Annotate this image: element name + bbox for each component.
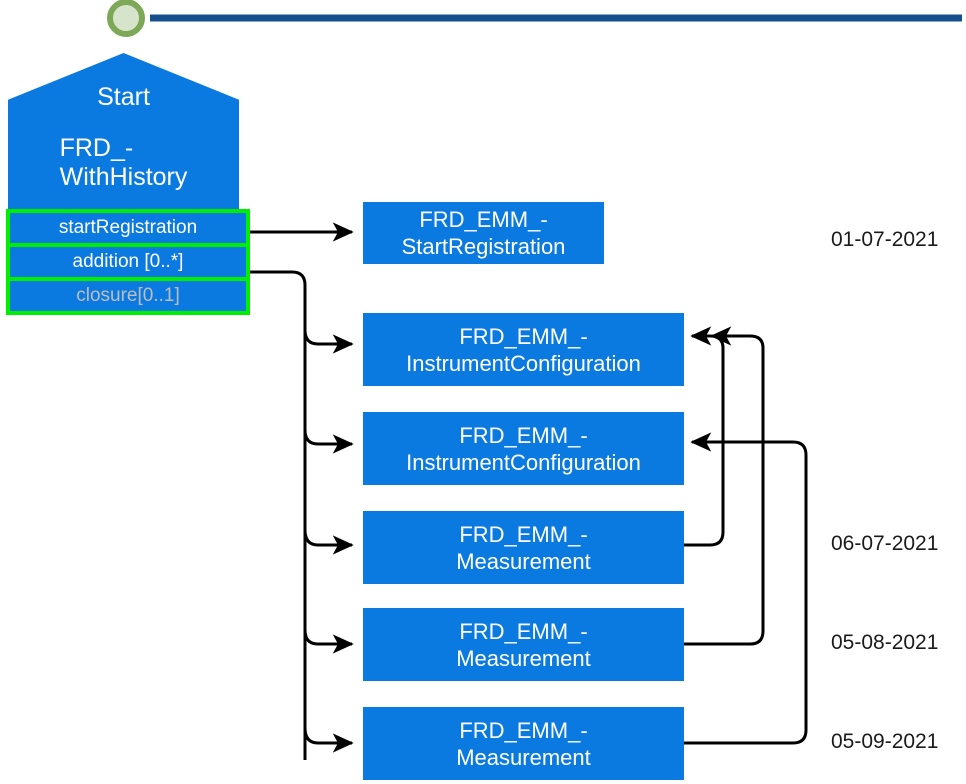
connector-addition-branch-1: [303, 329, 354, 354]
connector-addition-branch-3: [303, 529, 354, 555]
connector-loopback-measurement-2: [684, 326, 765, 646]
event-box-4-line2: Measurement: [456, 645, 591, 671]
port-addition-label: addition [0..*]: [72, 251, 184, 272]
event-box-0-line1: FRD_EMM_-: [419, 207, 548, 232]
port-startregistration-label: startRegistration: [58, 217, 198, 238]
connector-addition-branch-2: [303, 429, 354, 454]
event-box-5-line2: Measurement: [456, 744, 591, 770]
event-box-1-line2: InstrumentConfiguration: [406, 350, 641, 376]
event-box-measurement-2[interactable]: FRD_EMM_- Measurement: [363, 608, 684, 681]
event-box-instrument-configuration-1[interactable]: FRD_EMM_- InstrumentConfiguration: [363, 313, 684, 386]
event-box-3-line1: FRD_EMM_-: [459, 521, 588, 547]
connector-addition-trunk: [248, 270, 307, 760]
date-label-measurement-1: 06-07-2021: [831, 532, 939, 555]
event-box-2-line2: InstrumentConfiguration: [406, 449, 641, 475]
event-box-start-registration[interactable]: FRD_EMM_- StartRegistration: [363, 202, 604, 264]
event-box-1-line1: FRD_EMM_-: [459, 323, 588, 349]
connector-addition-branch-5: [303, 727, 354, 753]
event-box-0-line2: StartRegistration: [401, 234, 566, 259]
date-label-measurement-3: 05-09-2021: [831, 730, 939, 753]
connector-loopback-measurement-3: [684, 432, 808, 745]
event-box-measurement-3[interactable]: FRD_EMM_- Measurement: [363, 707, 684, 780]
event-box-3-line2: Measurement: [456, 548, 591, 574]
connector-addition-branch-4: [303, 629, 354, 654]
event-box-2-line1: FRD_EMM_-: [459, 422, 588, 448]
event-box-5-line1: FRD_EMM_-: [459, 717, 588, 743]
start-node-port-stack: startRegistration addition [0..*] closur…: [6, 209, 250, 315]
port-closure[interactable]: closure[0..1]: [10, 281, 246, 311]
start-circle-icon: [107, 0, 145, 37]
event-box-instrument-configuration-2[interactable]: FRD_EMM_- InstrumentConfiguration: [363, 412, 684, 485]
event-box-measurement-1[interactable]: FRD_EMM_- Measurement: [363, 511, 684, 584]
date-label-measurement-2: 05-08-2021: [831, 631, 939, 654]
port-addition[interactable]: addition [0..*]: [10, 247, 246, 277]
port-startregistration[interactable]: startRegistration: [10, 213, 246, 243]
port-closure-label: closure[0..1]: [76, 285, 180, 306]
date-label-start-registration: 01-07-2021: [831, 228, 939, 251]
event-box-4-line1: FRD_EMM_-: [459, 618, 588, 644]
